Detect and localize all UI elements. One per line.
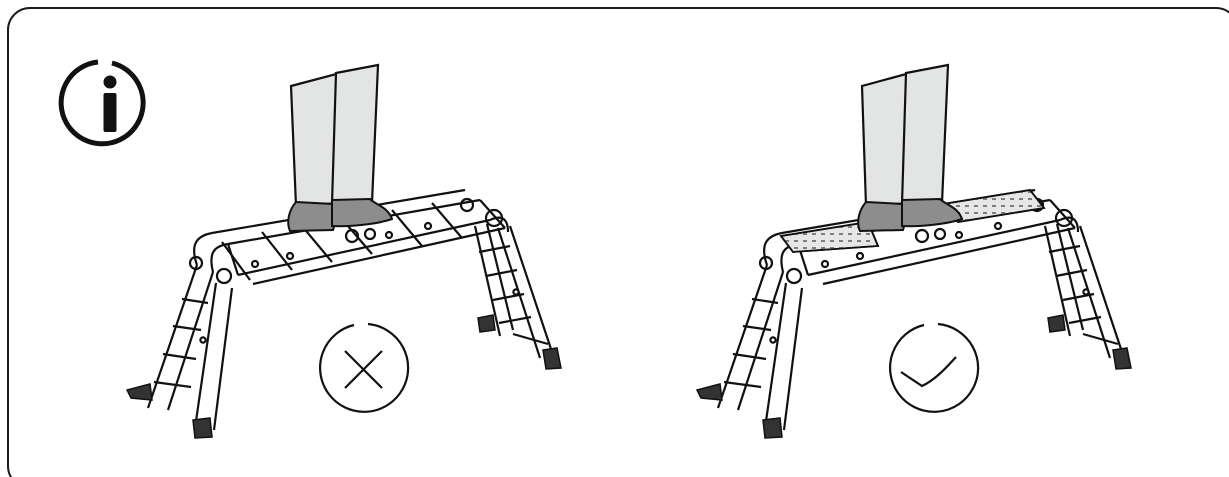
ladder-scene-incorrect xyxy=(125,63,562,439)
check-icon xyxy=(889,322,980,413)
ladder-feet xyxy=(695,314,1132,439)
shoes xyxy=(287,197,394,233)
panel-frame xyxy=(7,7,1229,477)
info-icon xyxy=(58,59,146,147)
cross-icon xyxy=(319,322,410,413)
person-legs xyxy=(860,63,950,208)
shoes xyxy=(857,197,964,233)
folding-ladder xyxy=(716,188,1124,431)
ladder-feet xyxy=(125,314,562,439)
platform-board xyxy=(779,189,1046,253)
person-legs xyxy=(289,63,380,208)
ladder-scene-correct xyxy=(695,63,1132,439)
